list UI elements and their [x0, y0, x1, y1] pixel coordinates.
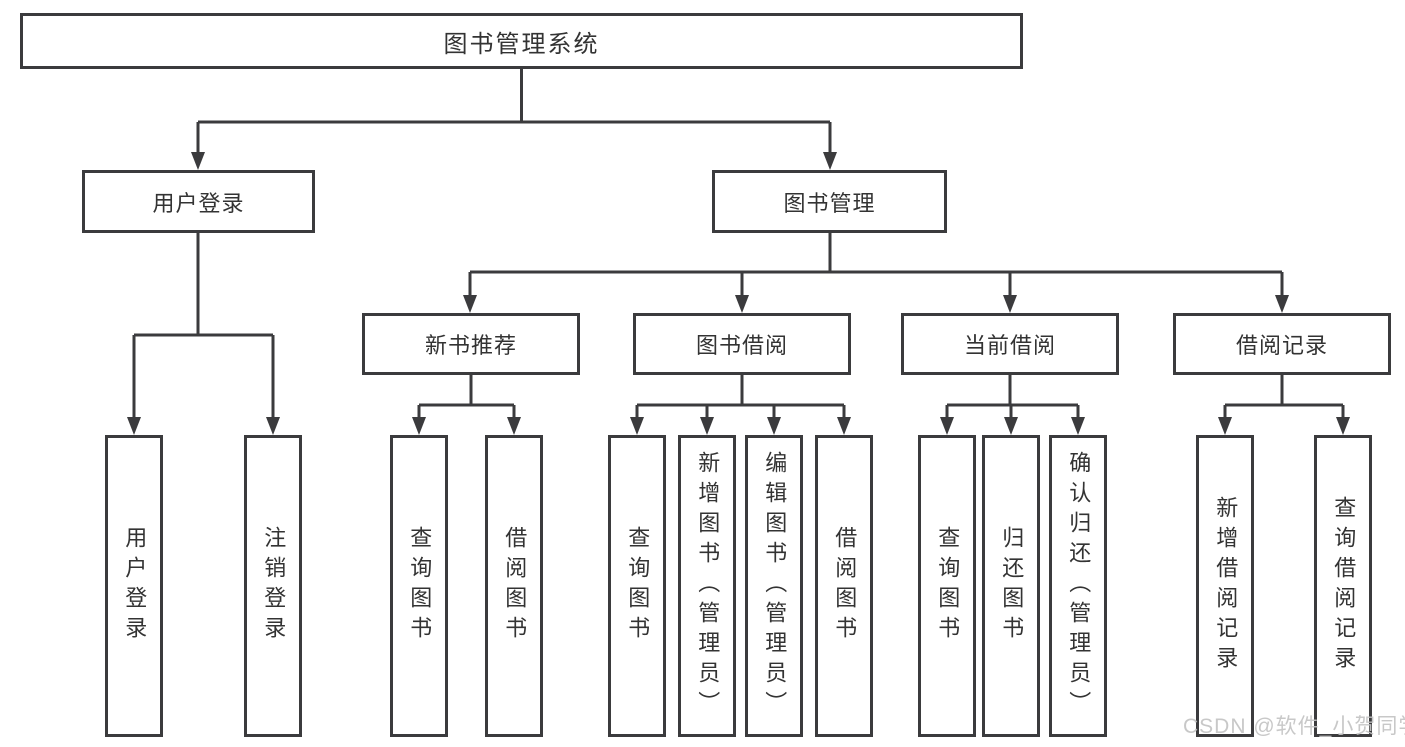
leaf-query-books-borrowing: 查询图书 [608, 435, 666, 737]
leaf-add-books-admin: 新增图书（管理员） [678, 435, 736, 737]
node-user-login-label: 用户登录 [152, 190, 245, 216]
node-root-label: 图书管理系统 [443, 30, 600, 58]
node-new-book-recommend-label: 新书推荐 [424, 333, 517, 358]
leaf-query-books-current: 查询图书 [918, 435, 976, 737]
leaf-query-books-current-label: 查询图书 [935, 526, 961, 646]
leaf-borrow-books-recommend: 借阅图书 [485, 435, 543, 737]
node-book-borrowing-label: 图书借阅 [695, 333, 788, 358]
node-new-book-recommend: 新书推荐 [362, 313, 580, 375]
leaf-logout-label: 注销登录 [261, 526, 287, 646]
leaf-borrow-books-label: 借阅图书 [832, 526, 858, 646]
leaf-confirm-return-admin: 确认归还（管理员） [1049, 435, 1107, 737]
leaf-query-books-borrowing-label: 查询图书 [625, 526, 651, 646]
leaf-return-books-label: 归还图书 [999, 526, 1025, 646]
leaf-edit-books-admin: 编辑图书（管理员） [745, 435, 803, 737]
leaf-edit-books-admin-label: 编辑图书（管理员） [762, 451, 788, 721]
node-current-borrowing: 当前借阅 [901, 313, 1119, 375]
leaf-borrow-books-recommend-label: 借阅图书 [502, 526, 528, 646]
leaf-query-books-recommend: 查询图书 [390, 435, 448, 737]
leaf-query-books-recommend-label: 查询图书 [407, 526, 433, 646]
arrowheads [127, 152, 1350, 435]
leaf-add-borrow-record: 新增借阅记录 [1196, 435, 1254, 737]
node-root: 图书管理系统 [20, 13, 1023, 69]
leaf-logout: 注销登录 [244, 435, 302, 737]
node-borrowing-records-label: 借阅记录 [1235, 333, 1328, 358]
leaf-query-borrow-record-label: 查询借阅记录 [1331, 496, 1357, 676]
leaf-user-login-label: 用户登录 [122, 526, 148, 646]
node-book-management-label: 图书管理 [783, 190, 876, 216]
node-book-borrowing: 图书借阅 [633, 313, 851, 375]
leaf-confirm-return-admin-label: 确认归还（管理员） [1066, 451, 1092, 721]
leaf-query-borrow-record: 查询借阅记录 [1314, 435, 1372, 737]
leaf-add-borrow-record-label: 新增借阅记录 [1213, 496, 1239, 676]
leaf-return-books: 归还图书 [982, 435, 1040, 737]
node-book-management: 图书管理 [712, 170, 947, 233]
node-borrowing-records: 借阅记录 [1173, 313, 1391, 375]
node-current-borrowing-label: 当前借阅 [963, 333, 1056, 358]
csdn-watermark: CSDN @软件_小贺同学 [1183, 715, 1405, 738]
leaf-user-login: 用户登录 [105, 435, 163, 737]
leaf-borrow-books: 借阅图书 [815, 435, 873, 737]
leaf-add-books-admin-label: 新增图书（管理员） [695, 451, 721, 721]
node-user-login: 用户登录 [82, 170, 315, 233]
